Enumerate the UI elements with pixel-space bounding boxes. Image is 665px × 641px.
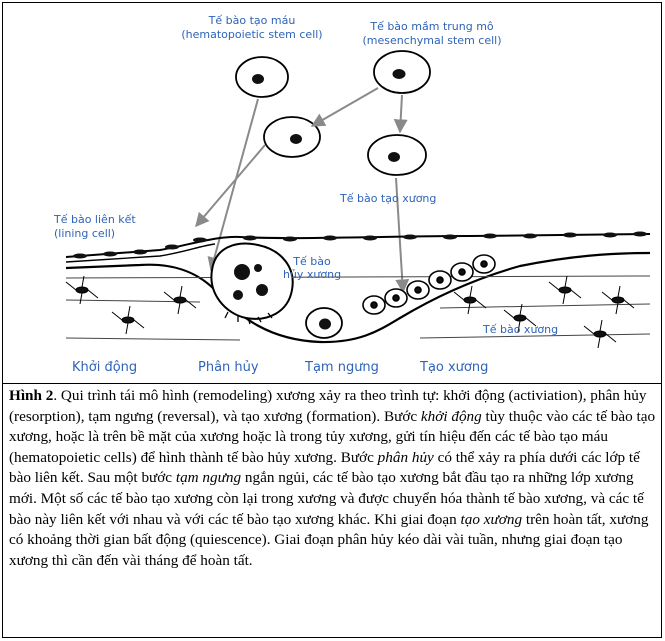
caption-em-reversal: tạm ngưng	[175, 469, 242, 487]
bone-remodeling-diagram	[65, 50, 651, 349]
caption-text-2: tùy thuộc vào các tế bào tạo xương, hoặc…	[9, 407, 656, 466]
stage-formation: Tạo xương	[420, 360, 489, 375]
caption-text-3: có thể xảy ra phía dưới các lớp tế bào l…	[9, 448, 640, 487]
label-lining-en: (lining cell)	[54, 227, 116, 240]
label-hematopoietic-en: (hematopoietic stem cell)	[181, 28, 323, 41]
stage-reversal: Tạm ngưng	[305, 360, 379, 375]
label-mesenchymal-vi: Tế bào mầm trung mô	[370, 20, 494, 33]
osteoblasts	[362, 254, 496, 315]
label-hematopoietic-vi: Tế bào tạo máu	[208, 14, 296, 27]
caption-em-resorption: phân hủy	[377, 448, 434, 466]
label-osteocyte: Tế bào xương	[483, 323, 559, 336]
precursor-cell-left	[263, 116, 321, 158]
label-osteoclast-2: hủy xương	[282, 268, 342, 281]
caption-text-1: . Qui trình tái mô hình (remodeling) xươ…	[9, 387, 647, 425]
mesenchymal-stem-cell	[373, 50, 431, 94]
caption-divider	[2, 383, 662, 384]
process-arrows	[195, 87, 410, 294]
precursor-cell-right	[367, 134, 427, 176]
caption-text-5: trên hoàn tất, xương có khoảng thời gian…	[9, 510, 649, 569]
stage-resorption: Phân hủy	[198, 360, 259, 375]
reversal-cell	[305, 307, 343, 339]
label-mesenchymal-en: (mesenchymal stem cell)	[362, 34, 502, 47]
label-osteoblast: Tế bào tạo xương	[340, 192, 437, 205]
caption-em-formation: tạo xương	[460, 510, 523, 528]
figure-caption: Hình 2. Qui trình tái mô hình (remodelin…	[9, 386, 657, 571]
caption-text-4: ngắn ngủi, các tế bào tạo xương bắt đầu …	[9, 469, 644, 528]
osteocytes	[65, 275, 635, 349]
caption-figure-label: Hình 2	[9, 387, 54, 404]
label-osteoclast-1: Tế bào	[293, 255, 331, 268]
osteoclast	[210, 242, 294, 325]
hematopoietic-stem-cell	[235, 56, 289, 98]
stage-activation: Khởi động	[72, 360, 138, 375]
caption-em-activation: khởi động	[420, 407, 482, 425]
label-lining-vi: Tế bào liên kết	[54, 213, 136, 226]
lining-cells	[73, 231, 647, 259]
